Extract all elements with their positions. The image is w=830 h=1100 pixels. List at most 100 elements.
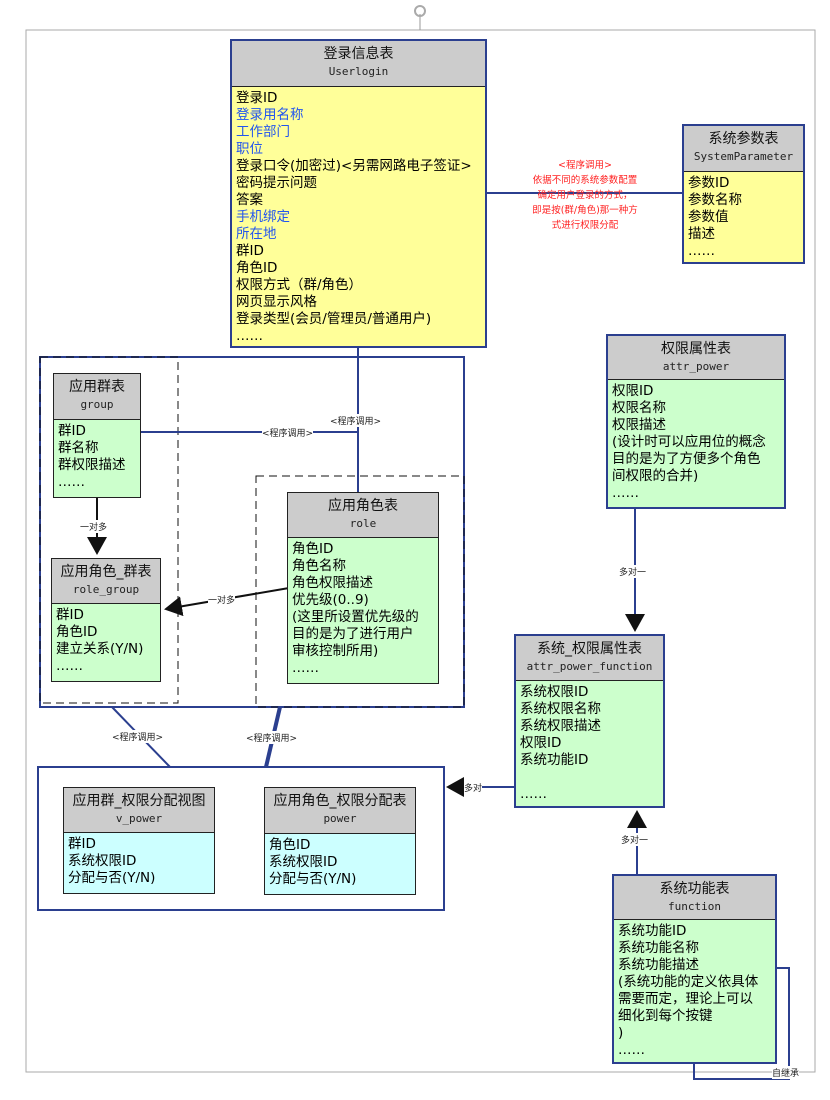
field-row: 系统权限ID <box>68 853 137 869</box>
field-row: 需要而定，理论上可以 <box>618 991 753 1007</box>
field-row: 分配与否(Y/N) <box>269 871 357 887</box>
rotate-handle-icon[interactable] <box>414 5 426 17</box>
field-row: (设计时可以应用位的概念 <box>612 434 766 450</box>
field-row: 权限ID <box>612 383 654 399</box>
field-row <box>520 769 659 786</box>
table-name: function <box>668 900 721 913</box>
table-name: Userlogin <box>328 65 389 78</box>
field-row: 群ID <box>56 607 84 623</box>
field-row: …… <box>688 243 715 259</box>
label-call-group: <程序调用> <box>262 426 314 439</box>
table-header: 应用群_权限分配视图 v_power <box>64 788 214 833</box>
field-row: (这里所设置优先级的 <box>292 609 419 625</box>
table-title: 系统参数表 <box>708 131 779 147</box>
field-row: ) <box>618 1025 624 1041</box>
field-row: 系统功能描述 <box>618 957 699 973</box>
field-row: 职位 <box>236 141 263 157</box>
field-row: …… <box>612 485 639 501</box>
table-title: 登录信息表 <box>323 46 394 62</box>
field-row: 审核控制所用) <box>292 643 379 659</box>
field-row: 权限名称 <box>612 400 666 416</box>
field-row: 系统权限ID <box>520 684 589 700</box>
field-row: 群ID <box>68 836 96 852</box>
table-header: 应用群表 group <box>54 374 140 420</box>
table-title: 应用群表 <box>69 379 125 395</box>
table-header: 权限属性表 attr_power <box>608 336 784 380</box>
table-title: 系统功能表 <box>659 881 730 897</box>
field-row: 权限方式（群/角色） <box>236 277 363 293</box>
field-row: 网页显示风格 <box>236 294 317 310</box>
field-row: 群ID <box>236 243 264 259</box>
field-row: 角色ID <box>292 541 334 557</box>
field-row: 手机绑定 <box>236 209 290 225</box>
table-title: 应用角色_权限分配表 <box>273 793 407 809</box>
table-header: 应用角色_权限分配表 power <box>265 788 415 834</box>
field-row: 角色ID <box>236 260 278 276</box>
field-row: 系统功能ID <box>520 752 589 768</box>
label-one-many-role: 一对多 <box>208 593 236 606</box>
field-row: 群名称 <box>58 440 99 456</box>
table-name: attr_power <box>662 360 730 373</box>
field-row: 参数ID <box>688 175 730 191</box>
link-function-self <box>693 967 790 1080</box>
field-row: …… <box>618 1042 645 1058</box>
field-row: 群ID <box>58 423 86 439</box>
field-row: 系统功能名称 <box>618 940 699 956</box>
container-role-dashed <box>255 475 465 708</box>
field-row: 分配与否(Y/N) <box>68 870 156 886</box>
field-row: 角色ID <box>269 837 311 853</box>
field-row: 系统功能ID <box>618 923 687 939</box>
note-line: 式进行权限分配 <box>551 220 619 231</box>
container-group-dashed <box>39 356 179 704</box>
table-header: 应用角色表 role <box>288 493 438 538</box>
sysparam-note: <程序调用>依据不同的系统参数配置确定用户登录的方式，即是按(群/角色)那一种方… <box>510 158 660 233</box>
field-row: 优先级(0..9) <box>292 592 369 608</box>
table-title: 系统_权限属性表 <box>537 641 642 657</box>
table-title: 应用角色表 <box>328 498 398 514</box>
field-row: 所在地 <box>236 226 277 242</box>
container-power <box>37 766 445 911</box>
field-row: 描述 <box>688 226 715 242</box>
label-one-many-group: 一对多 <box>80 520 108 533</box>
table-name: role <box>349 517 377 530</box>
table-name: role_group <box>72 583 140 596</box>
note-line: 确定用户登录的方式， <box>537 190 633 201</box>
note-line: <程序调用> <box>558 160 612 171</box>
table-header: 系统功能表 function <box>614 876 775 920</box>
field-row: 细化到每个按键 <box>618 1008 713 1024</box>
table-header: 应用角色_群表 role_group <box>52 559 160 604</box>
field-row: 间权限的合并) <box>612 468 699 484</box>
field-row: 登录用名称 <box>236 107 304 123</box>
table-header: 系统_权限属性表 attr_power_function <box>516 636 663 681</box>
table-title: 权限属性表 <box>661 341 731 357</box>
field-row: 密码提示问题 <box>236 175 317 191</box>
field-row: 群权限描述 <box>58 457 126 473</box>
field-row: 工作部门 <box>236 124 290 140</box>
field-row: …… <box>56 658 83 674</box>
field-row: …… <box>292 660 319 676</box>
label-many-one-function: 多对一 <box>621 833 649 846</box>
field-row: 角色名称 <box>292 558 346 574</box>
table-name: attr_power_function <box>526 660 653 673</box>
table-title: 应用群_权限分配视图 <box>72 793 206 809</box>
label-call-power: <程序调用> <box>246 731 298 744</box>
label-many-to: 多对 <box>464 781 483 794</box>
